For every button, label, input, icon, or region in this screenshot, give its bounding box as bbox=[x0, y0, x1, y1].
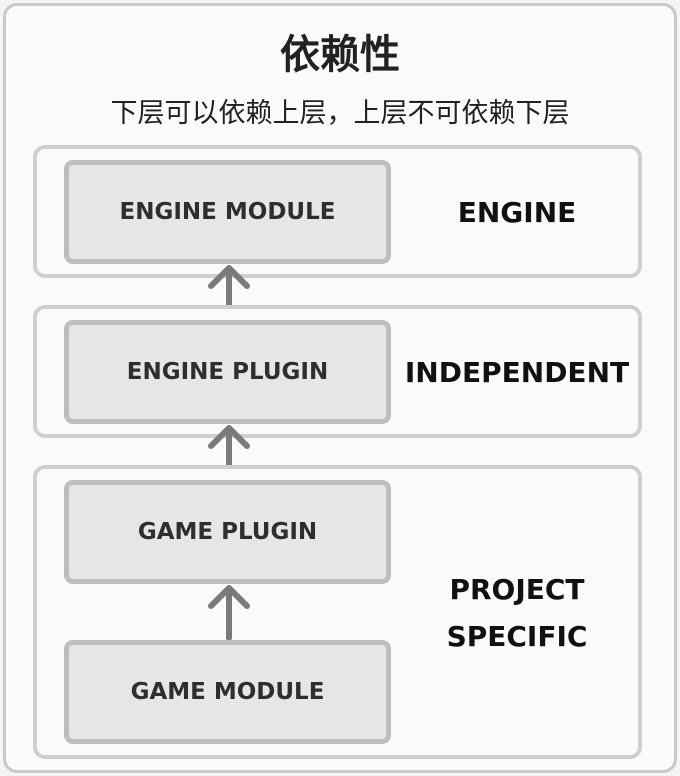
layer-label-engine: ENGINE bbox=[457, 196, 577, 229]
module-game-module: GAME MODULE bbox=[64, 640, 391, 744]
layer-label-line: SPECIFIC bbox=[446, 620, 588, 653]
module-engine-module: ENGINE MODULE bbox=[64, 160, 391, 264]
layer-label-project-specific: PROJECT SPECIFIC bbox=[397, 566, 637, 660]
layer-label-independent: INDEPENDENT bbox=[404, 356, 630, 389]
module-game-plugin: GAME PLUGIN bbox=[64, 480, 391, 584]
diagram-subtitle: 下层可以依赖上层，上层不可依赖下层 bbox=[110, 98, 570, 129]
diagram-title: 依赖性 bbox=[280, 32, 400, 78]
module-engine-plugin: ENGINE PLUGIN bbox=[64, 320, 391, 424]
dependency-arrow-icon bbox=[208, 585, 250, 641]
layer-label-line: PROJECT bbox=[449, 573, 585, 606]
